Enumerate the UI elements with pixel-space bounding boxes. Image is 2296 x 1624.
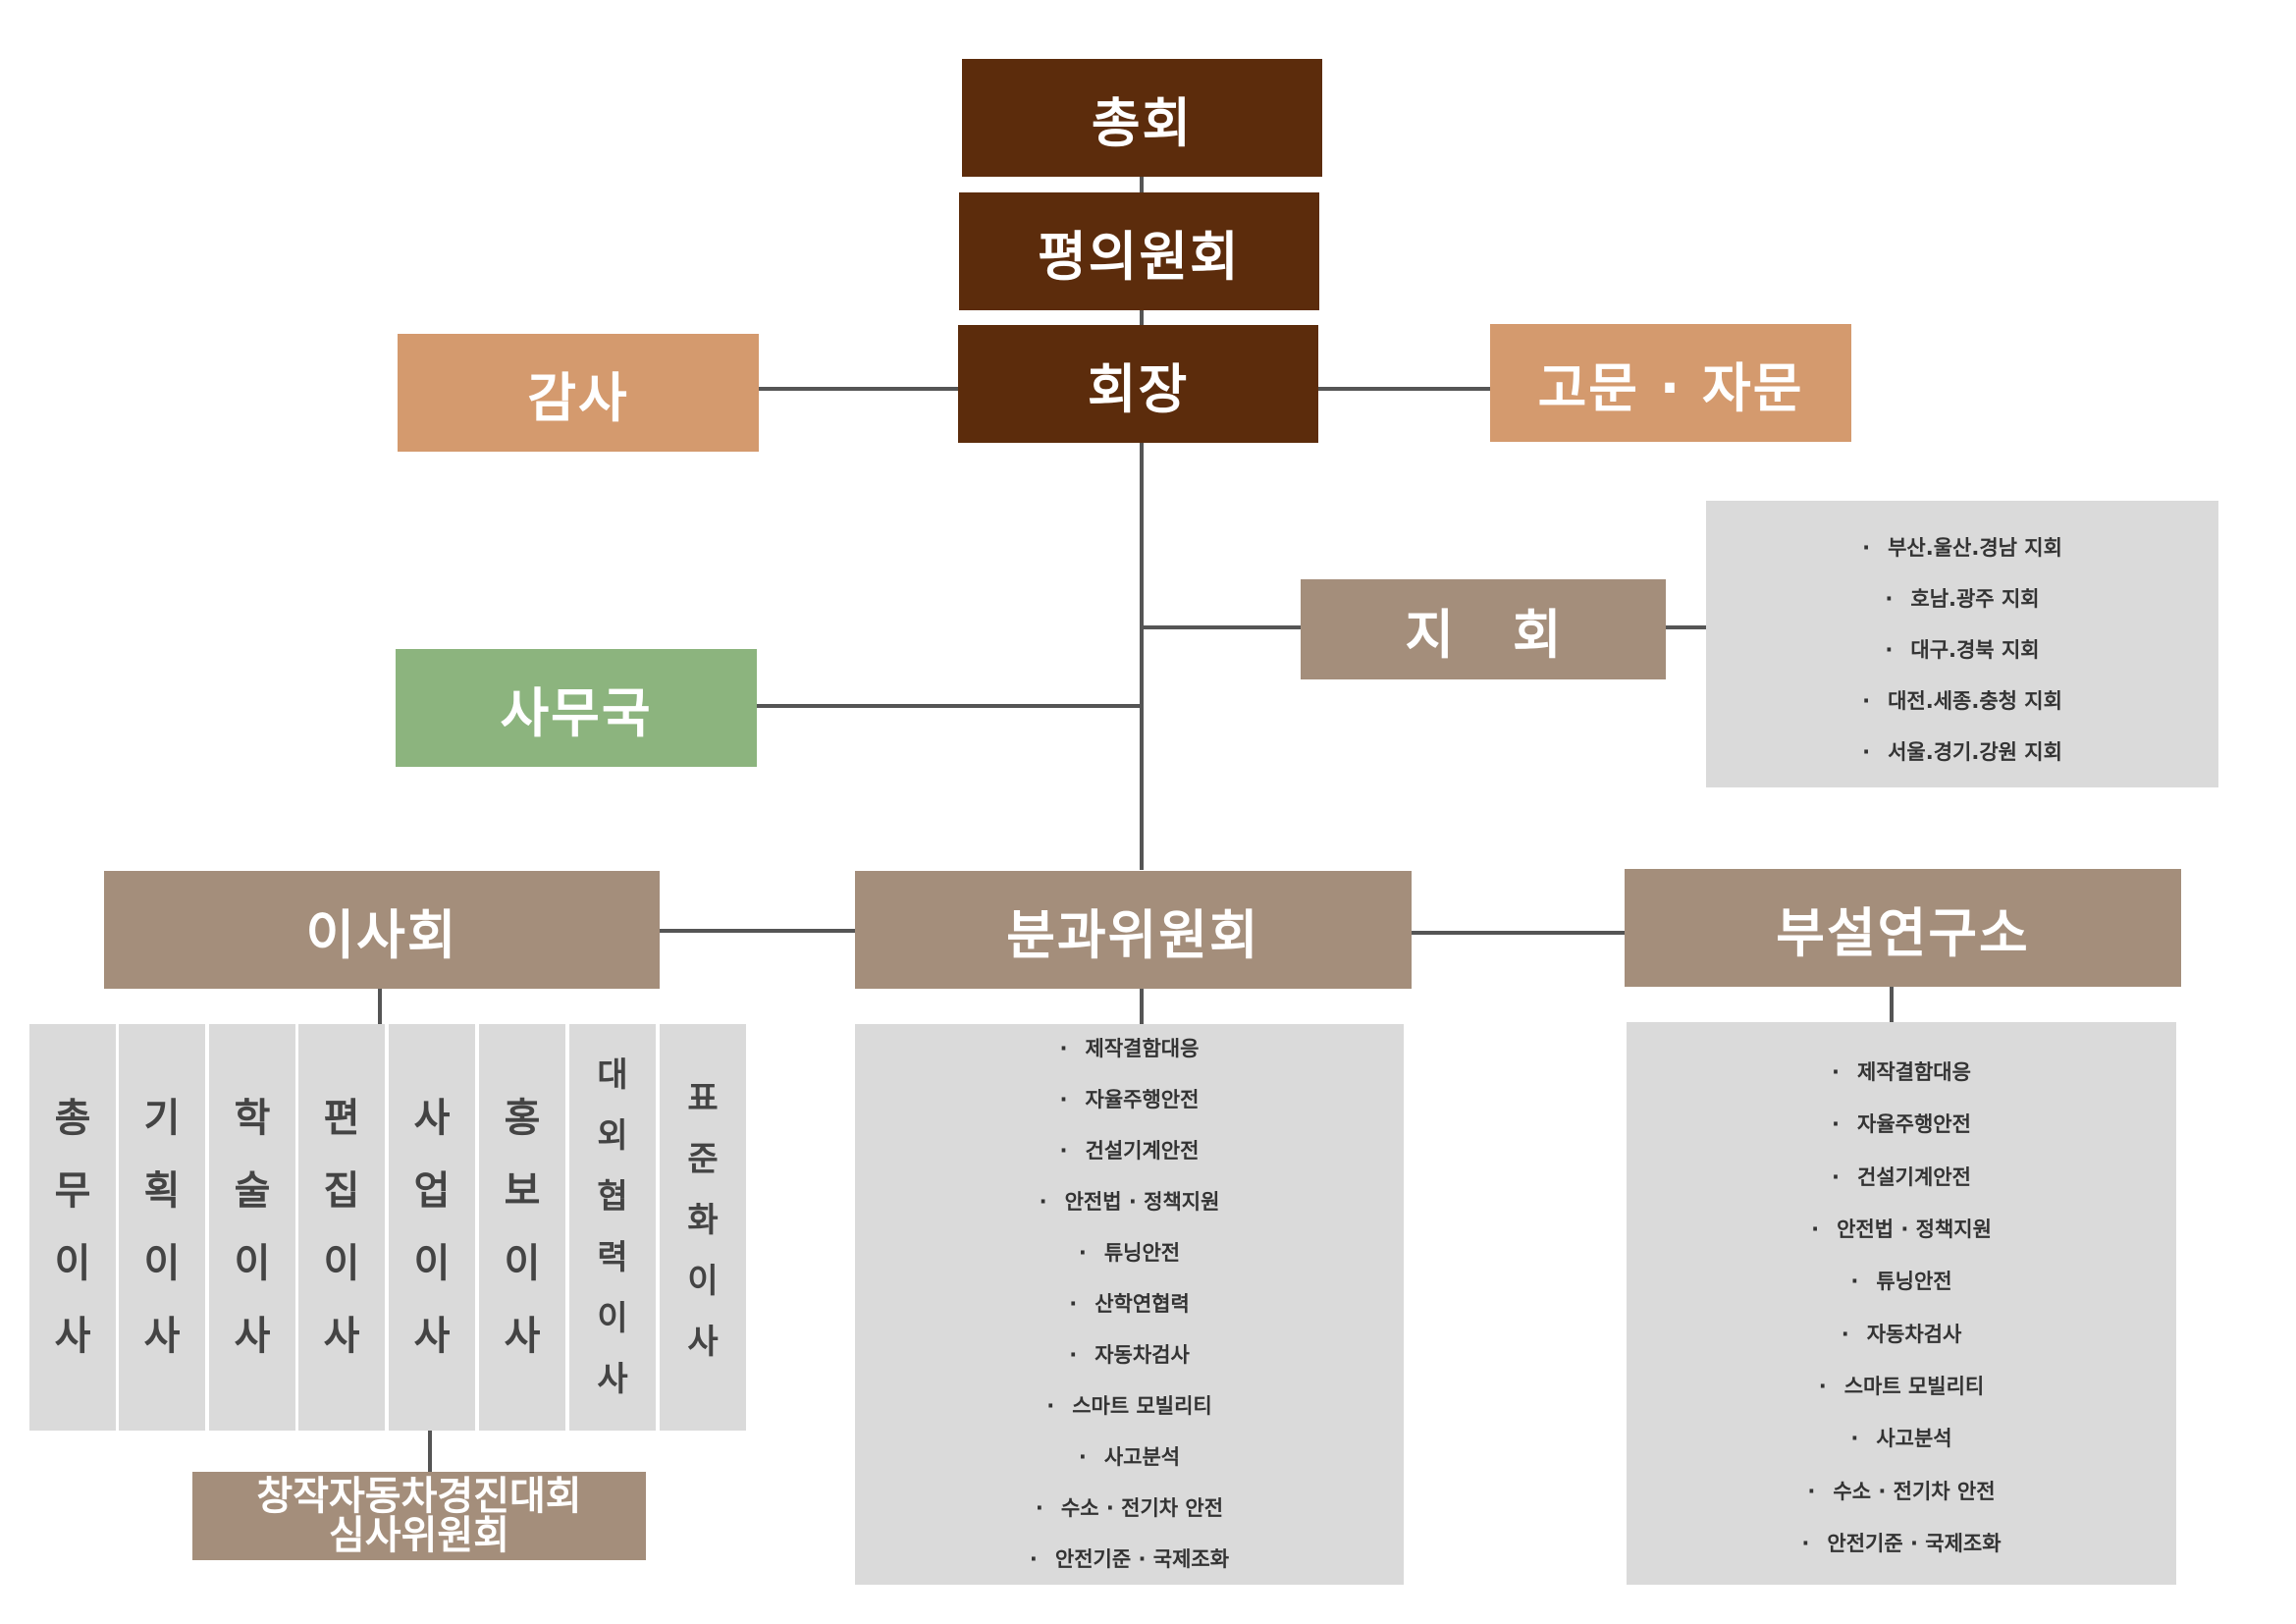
director-char: 이: [413, 1241, 451, 1286]
branch-box: 지회: [1301, 579, 1666, 679]
director-char: 사: [54, 1314, 91, 1359]
list-item: 안전기준 · 국제조화: [1030, 1543, 1229, 1573]
general-assembly-box: 총회: [962, 59, 1322, 177]
director-char: 사: [413, 1096, 451, 1141]
director-char: 이: [54, 1241, 91, 1286]
director-char: 사: [687, 1323, 719, 1362]
list-item: 부산.울산.경남 지회: [1862, 532, 2062, 562]
list-item: 수소 · 전기차 안전: [1807, 1476, 1995, 1505]
institute-list: 제작결함대응 자율주행안전 건설기계안전 안전법 · 정책지원 튜닝안전 자동차…: [1627, 1056, 2176, 1557]
director-char: 화: [687, 1201, 719, 1240]
director-column: 홍 보 이 사: [479, 1024, 565, 1431]
director-char: 학: [234, 1096, 271, 1141]
director-char: 보: [504, 1168, 541, 1214]
director-char: 술: [234, 1168, 271, 1214]
director-char: 사: [504, 1314, 541, 1359]
committee-box: 분과위원회: [855, 871, 1412, 989]
director-char: 사: [413, 1314, 451, 1359]
director-char: 홍: [504, 1096, 541, 1141]
director-char: 이: [504, 1241, 541, 1286]
director-char: 이: [143, 1241, 181, 1286]
list-item: 건설기계안전: [1832, 1162, 1971, 1191]
list-item: 스마트 모빌리티: [1819, 1371, 1985, 1400]
jury-committee-box: 창작자동차경진대회 심사위원회: [192, 1472, 646, 1560]
director-char: 사: [143, 1314, 181, 1359]
director-char: 이: [234, 1241, 271, 1286]
director-char: 무: [54, 1168, 91, 1214]
list-item: 제작결함대응: [1832, 1056, 1971, 1086]
list-item: 자율주행안전: [1832, 1109, 1971, 1138]
secretariat-box: 사무국: [396, 649, 757, 767]
list-item: 수소 · 전기차 안전: [1036, 1492, 1223, 1522]
board-box: 이사회: [104, 871, 660, 989]
director-char: 사: [234, 1314, 271, 1359]
jury-line-2: 심사위원회: [329, 1513, 509, 1558]
branch-list: 부산.울산.경남 지회 호남.광주 지회 대구.경북 지회 대전.세종.충청 지…: [1706, 532, 2218, 766]
list-item: 자동차검사: [1842, 1319, 1962, 1348]
jury-line-1: 창작자동차경진대회: [256, 1474, 582, 1519]
list-item: 사고분석: [1850, 1423, 1951, 1452]
director-char: 외: [597, 1116, 628, 1156]
list-item: 튜닝안전: [1079, 1237, 1180, 1267]
list-item: 대전.세종.충청 지회: [1862, 685, 2062, 715]
director-char: 획: [143, 1168, 181, 1214]
list-item: 대구.경북 지회: [1885, 634, 2039, 664]
director-char: 사: [323, 1314, 360, 1359]
director-char: 편: [323, 1096, 360, 1141]
list-item: 호남.광주 지회: [1885, 583, 2039, 613]
council-box: 평의원회: [959, 192, 1319, 310]
director-char: 이: [597, 1299, 628, 1338]
list-item: 안전기준 · 국제조화: [1801, 1528, 2001, 1557]
list-item: 안전법 · 정책지원: [1811, 1214, 1992, 1243]
list-item: 서울.경기.강원 지회: [1862, 736, 2062, 766]
list-item: 제작결함대응: [1060, 1033, 1200, 1062]
list-item: 사고분석: [1079, 1441, 1180, 1471]
committee-list: 제작결함대응 자율주행안전 건설기계안전 안전법 · 정책지원 튜닝안전 산학연…: [855, 1033, 1404, 1573]
list-item: 튜닝안전: [1850, 1266, 1951, 1295]
director-char: 이: [323, 1241, 360, 1286]
director-column: 대 외 협 력 이 사: [569, 1024, 656, 1431]
list-item: 건설기계안전: [1060, 1135, 1200, 1164]
director-char: 업: [413, 1168, 451, 1214]
director-column: 사 업 이 사: [389, 1024, 475, 1431]
director-column: 기 획 이 사: [119, 1024, 205, 1431]
president-box: 회장: [958, 325, 1318, 443]
director-char: 협: [597, 1177, 628, 1217]
director-char: 대: [597, 1056, 628, 1095]
director-column: 편 집 이 사: [298, 1024, 385, 1431]
director-char: 총: [54, 1096, 91, 1141]
director-column: 표 준 화 이 사: [660, 1024, 746, 1431]
director-char: 이: [687, 1262, 719, 1301]
director-column: 학 술 이 사: [209, 1024, 295, 1431]
audit-box: 감사: [398, 334, 759, 452]
list-item: 스마트 모빌리티: [1046, 1390, 1212, 1420]
director-column: 총 무 이 사: [29, 1024, 116, 1431]
advisor-box: 고문 · 자문: [1490, 324, 1851, 442]
list-item: 자율주행안전: [1060, 1084, 1200, 1113]
director-char: 집: [323, 1168, 360, 1214]
list-item: 자동차검사: [1069, 1339, 1190, 1369]
list-item: 산학연협력: [1069, 1288, 1190, 1318]
director-char: 표: [687, 1079, 719, 1118]
institute-box: 부설연구소: [1625, 869, 2181, 987]
director-char: 준: [687, 1140, 719, 1179]
list-item: 안전법 · 정책지원: [1040, 1186, 1220, 1216]
director-char: 사: [597, 1360, 628, 1399]
director-char: 기: [143, 1096, 181, 1141]
director-char: 력: [597, 1238, 628, 1277]
